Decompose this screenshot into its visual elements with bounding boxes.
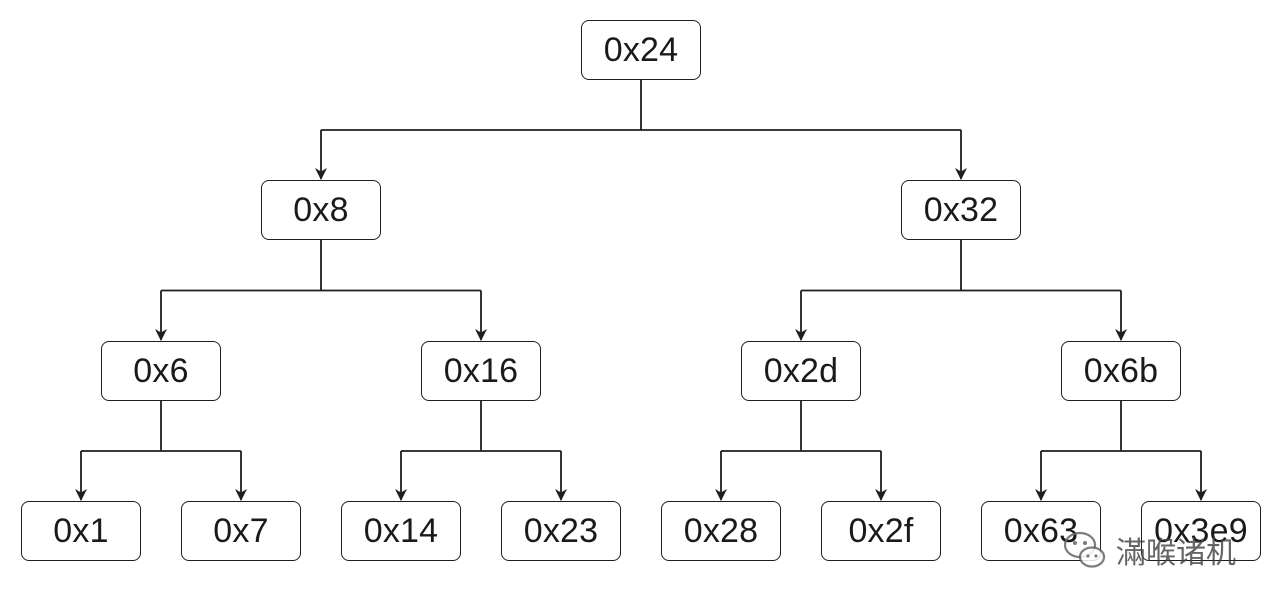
watermark: 滿喉诸机 (1062, 522, 1236, 578)
node-level2-1: 0x6 (101, 341, 221, 401)
node-level3-2: 0x7 (181, 501, 301, 561)
node-root: 0x24 (581, 20, 701, 80)
node-level3-8: 0x3e9 (1141, 501, 1261, 561)
node-level2-2: 0x16 (421, 341, 541, 401)
node-level1-left: 0x8 (261, 180, 381, 240)
node-level3-6: 0x2f (821, 501, 941, 561)
node-level2-4: 0x6b (1061, 341, 1181, 401)
node-level3-5: 0x28 (661, 501, 781, 561)
node-level2-3: 0x2d (741, 341, 861, 401)
wechat-icon (1063, 531, 1106, 568)
node-level3-1: 0x1 (21, 501, 141, 561)
node-level3-4: 0x23 (501, 501, 621, 561)
node-level1-right: 0x32 (901, 180, 1021, 240)
watermark-text: 滿喉诸机 (1116, 536, 1236, 571)
node-level3-3: 0x14 (341, 501, 461, 561)
node-level3-7: 0x63 (981, 501, 1101, 561)
